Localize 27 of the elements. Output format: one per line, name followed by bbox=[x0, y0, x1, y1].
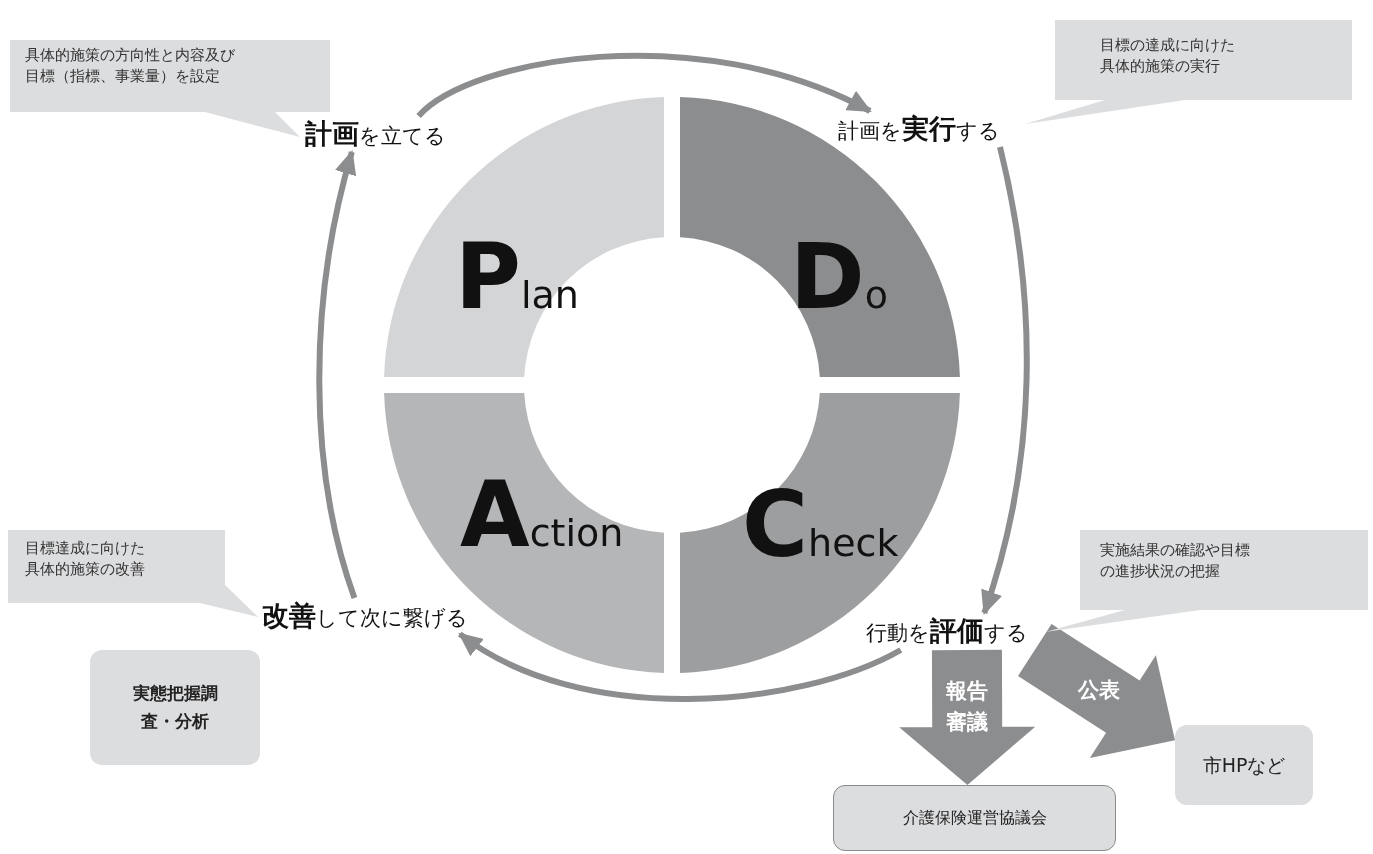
curved-arrow bbox=[316, 150, 358, 599]
stage-label: 改善して次に繋げる bbox=[262, 598, 477, 634]
stage-label: 計画を立てる bbox=[305, 116, 447, 152]
pdca-segment bbox=[384, 393, 664, 673]
arrow-label: 報告審議 bbox=[945, 677, 990, 736]
info-box: 市HPなど bbox=[1175, 725, 1313, 805]
block-arrow bbox=[1018, 623, 1175, 758]
info-box: 実態把握調査・分析 bbox=[90, 650, 260, 765]
phase-label: Action bbox=[460, 470, 624, 560]
curved-arrow bbox=[458, 631, 903, 702]
callout-text: 実施結果の確認や目標の進捗状況の把握 bbox=[1100, 540, 1251, 582]
speech-bubble bbox=[8, 530, 258, 617]
phase-label: Plan bbox=[455, 232, 579, 322]
block-arrow bbox=[899, 649, 1036, 785]
stage-label: 行動を評価する bbox=[866, 613, 1040, 650]
stage-label: 計画を実行する bbox=[838, 111, 1038, 147]
callout-text: 目標達成に向けた具体的施策の改善 bbox=[25, 538, 146, 580]
callout-text: 具体的施策の方向性と内容及び目標（指標、事業量）を設定 bbox=[25, 45, 236, 87]
arrow-label: 公表 bbox=[1078, 677, 1121, 705]
curved-arrow bbox=[416, 52, 872, 119]
phase-label: Do bbox=[790, 232, 888, 322]
speech-bubble bbox=[1025, 20, 1352, 124]
council-box: 介護保険運営協議会 bbox=[833, 785, 1116, 851]
speech-bubble bbox=[1045, 530, 1368, 632]
phase-label: Check bbox=[742, 480, 899, 570]
curved-arrow bbox=[980, 146, 1030, 615]
callout-text: 目標の達成に向けた具体的施策の実行 bbox=[1100, 35, 1236, 77]
